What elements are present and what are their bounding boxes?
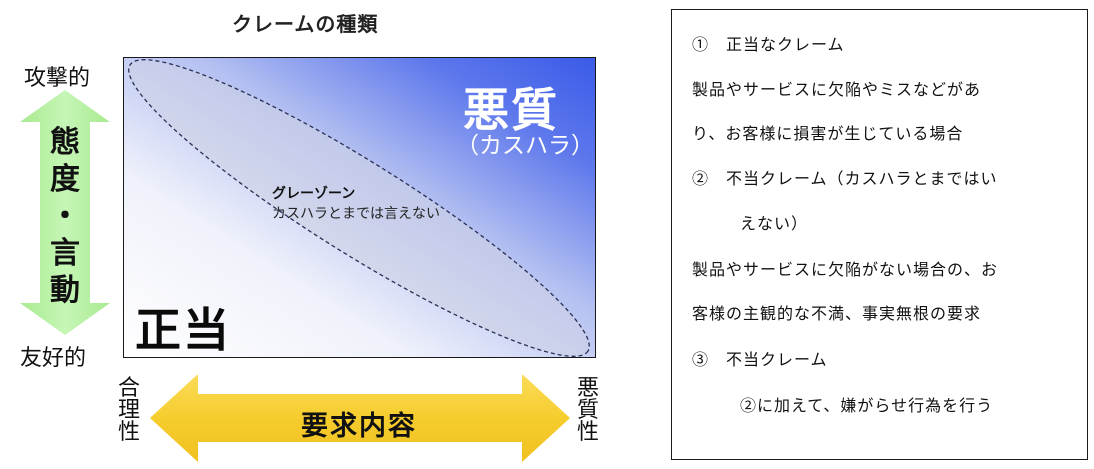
y-axis-label-char: 動: [50, 273, 80, 308]
definition-line: り、お客様に損害が生じている場合: [692, 124, 964, 143]
x-axis-left-char: 合: [117, 376, 140, 401]
horizontal-double-arrow: [150, 374, 570, 462]
gray-zone-shape: [128, 59, 590, 357]
x-axis-left-label: 合 理 性: [114, 378, 144, 444]
legitimate-label: 正当: [135, 303, 231, 357]
malicious-label: 悪質: [463, 83, 559, 137]
y-axis-label-char: 言: [50, 236, 80, 271]
vertical-double-arrow: [20, 90, 110, 335]
y-axis-label-char: 態: [50, 125, 80, 160]
gray-zone-subtitle: カスハラとまでは言えない: [272, 206, 440, 222]
y-axis-label: 態 度 ・ 言 動: [42, 124, 88, 309]
x-axis-right-char: 性: [576, 420, 599, 445]
horizontal-arrow-shape: [150, 374, 570, 462]
definition-line: 客様の主観的な不満、事実無根の要求: [692, 304, 982, 323]
vertical-arrow-shape: [20, 90, 110, 335]
y-axis-top-label: 攻撃的: [24, 66, 91, 91]
gray-zone-ellipse: [128, 59, 590, 357]
x-axis-right-char: 悪: [576, 376, 599, 401]
definition-line: 製品やサービスに欠陥がない場合の、お: [692, 260, 999, 279]
definition-line: ②に加えて、嫌がらせ行為を行う: [740, 396, 994, 415]
x-axis-label: 要求内容: [301, 411, 417, 442]
definition-line: 製品やサービスに欠陥やミスなどがあ: [692, 80, 982, 99]
definition-line: えない）: [740, 214, 809, 233]
definition-line: ③ 不当クレーム: [692, 350, 828, 369]
claim-definition-box: [671, 9, 1088, 460]
diagram-title: クレームの種類: [232, 12, 379, 36]
x-axis-left-char: 理: [117, 398, 140, 423]
x-axis-right-label: 悪 質 性: [573, 378, 603, 444]
gray-zone-title: グレーゾーン: [272, 186, 356, 202]
y-axis-label-char: 度: [50, 162, 80, 197]
definition-line: ② 不当クレーム（カスハラとまではい: [692, 169, 998, 188]
y-axis-label-char: ・: [50, 199, 80, 234]
definition-line: ① 正当なクレーム: [692, 35, 845, 54]
x-axis-left-char: 性: [117, 420, 140, 445]
x-axis-right-char: 質: [576, 398, 599, 423]
customer-harassment-label: （カスハラ）: [456, 133, 594, 159]
y-axis-bottom-label: 友好的: [20, 346, 87, 371]
